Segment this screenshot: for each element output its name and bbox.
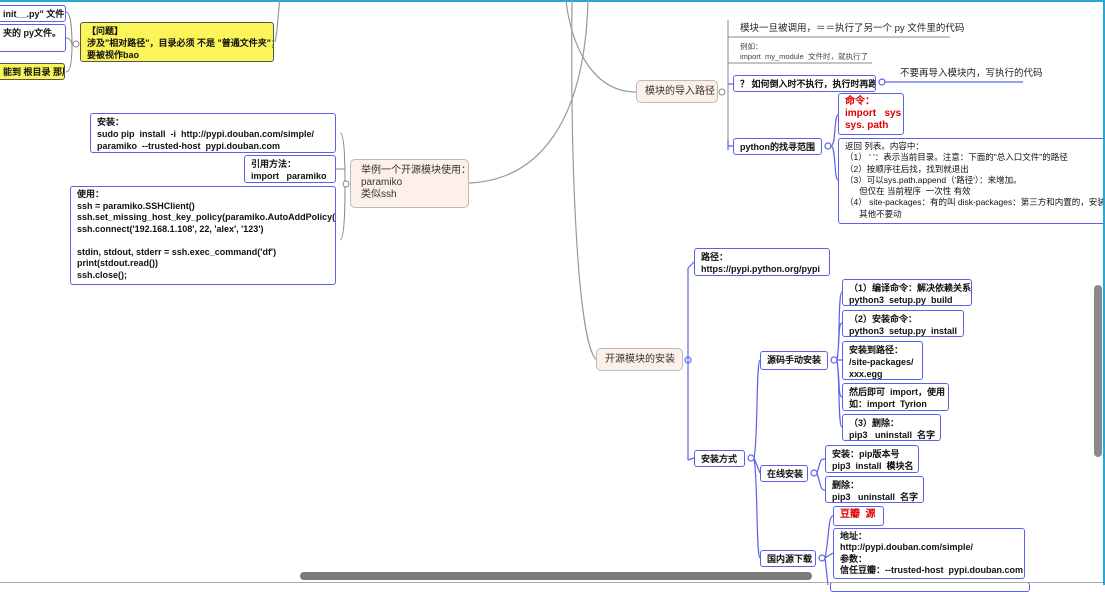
node-folder-py[interactable]: 夹的 py文件。 [0,24,66,52]
node-paramiko-usage[interactable]: 使用： ssh = paramiko.SSHClient() ssh.set_m… [70,186,336,285]
note-example: 例如： import my_module 文件时，就执行了 [740,42,868,61]
node-search-detail[interactable]: 返回 列表。内容中： （1） ' '：表示当前目录。注意：下面的"总入口文件"的… [838,138,1105,224]
node-online-item[interactable]: 删除： pip3 uninstall 名字 [825,476,924,503]
connector [274,0,281,43]
horizontal-scrollbar[interactable] [300,572,812,580]
node-problem[interactable]: 【问题】 涉及"相对路径"，目录必须 不是 "普通文件夹"； 要被视作bao [80,22,274,62]
vertical-scrollbar[interactable] [1094,285,1102,457]
note-module-called: 模块一旦被调用，＝＝执行了另一个 py 文件里的代码 [740,23,965,34]
topic-import-path[interactable]: 模块的导入路径 [636,80,718,103]
node-install-method[interactable]: 安装方式 [694,450,745,467]
node-src-item[interactable]: （1）编译命令：解决依赖关系 python3 setup.py build [842,279,972,306]
node-online-install[interactable]: 在线安装 [760,465,808,482]
node-pypi-path[interactable]: 路径： https://pypi.python.org/pypi [694,248,830,276]
connector [565,0,637,93]
note-answer: 不要再导入模块内，写执行的代码 [900,68,1043,79]
node-init-file[interactable]: init__.py" 文件 [0,5,66,22]
topic-paramiko[interactable]: 举例一个开源模块使用： paramiko 类似ssh [350,159,469,208]
connector [468,0,589,184]
node-search-range[interactable]: python的找寻范围 [733,138,822,155]
connector [571,0,598,361]
node-src-item[interactable]: 然后即可 import，使用 如：import Tyrion [842,383,949,411]
node-source-install[interactable]: 源码手动安装 [760,351,828,370]
node-domestic-source[interactable]: 国内源下载 [760,550,816,567]
node-paramiko-install[interactable]: 安装： sudo pip install -i http://pypi.doub… [90,113,336,153]
node-src-item[interactable]: （2）安装命令： python3 setup.py install [842,310,964,337]
node-online-item[interactable]: 安装：pip版本号 pip3 install 模块名 [825,445,919,473]
bottom-panel-border [0,582,1105,585]
topic-open-source-install[interactable]: 开源模块的安装 [596,348,683,371]
node-paramiko-import[interactable]: 引用方法： import paramiko [244,155,336,183]
node-root-dir[interactable]: 能到 根目录 那层 [0,63,65,80]
node-src-item[interactable]: 安装到路径： /site-packages/ xxx.egg [842,341,923,380]
node-src-item[interactable]: （3）删除： pip3 uninstall 名字 [842,414,941,441]
node-douban-detail[interactable]: 地址： http://pypi.douban.com/simple/ 参数： 信… [833,528,1025,579]
window-right-border [1103,0,1105,585]
node-sys-command[interactable]: 命令： import sys sys. path [838,93,904,135]
node-douban-source[interactable]: 豆瓣 源 [833,506,884,526]
node-question[interactable]: ？ 如何倒入时不执行，执行时再跑 [733,75,876,92]
window-top-border [0,0,1105,2]
